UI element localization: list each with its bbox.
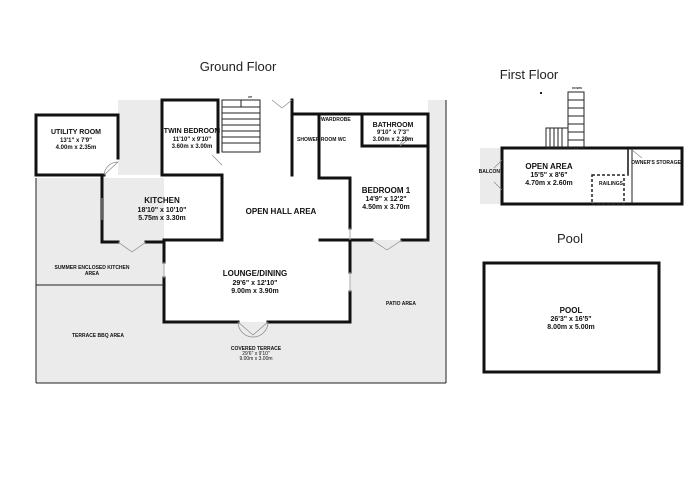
stairs-up-label: UP (248, 95, 252, 99)
pool: POOL 26'3" x 16'5" 8.00m x 5.00m (482, 261, 661, 374)
lounge-dining: LOUNGE/DINING 29'6" x 12'10" 9.00m x 3.9… (223, 269, 287, 295)
summer-kitchen-area-fill (36, 178, 164, 383)
summer-kitchen: SUMMER ENCLOSED KITCHEN AREA (54, 265, 129, 277)
summer-kitchen-name-1: SUMMER ENCLOSED KITCHEN (54, 265, 129, 271)
wardrobe-name: WARDROBE (321, 117, 351, 123)
pool-title: Pool (557, 231, 583, 246)
kitchen-metric: 5.75m x 3.30m (138, 215, 185, 222)
first-floor: DOWN (493, 86, 684, 206)
kitchen-name: KITCHEN (144, 196, 180, 205)
kitchen-imperial: 18'10" x 10'10" (138, 207, 187, 214)
bedroom1-metric: 4.50m x 3.70m (362, 204, 409, 211)
covered-terrace-metric: 9.00m x 3.00m (239, 356, 272, 362)
covered-terrace-imperial: 29'6" x 9'10" (242, 351, 270, 357)
utility-room: UTILITY ROOM 13'1" x 7'9" 4.00m x 2.35m (51, 129, 101, 151)
kitchen: KITCHEN 18'10" x 10'10" 5.75m x 3.30m (138, 196, 187, 222)
patio-area-fill (350, 240, 446, 383)
bedroom1-imperial: 14'9" x 12'2" (365, 196, 406, 203)
patio-name: PATIO AREA (386, 301, 416, 307)
utility-side-fill (118, 100, 162, 175)
pool-name: POOL (560, 306, 583, 315)
open-area-imperial: 15'5" x 8'6" (530, 172, 567, 179)
bathroom-imperial: 9'10" x 7'3" (377, 130, 409, 136)
twin-bedroom-metric: 3.60m x 3.00m (172, 144, 213, 150)
lounge-metric: 9.00m x 3.90m (231, 288, 278, 295)
pool-metric: 8.00m x 5.00m (547, 324, 594, 331)
outdoor-areas (36, 100, 502, 383)
pool-imperial: 26'3" x 16'5" (550, 316, 591, 323)
ground-floor-title: Ground Floor (200, 59, 277, 74)
side-strip-fill (428, 100, 446, 240)
utility-room-metric: 4.00m x 2.35m (56, 145, 97, 151)
open-area-metric: 4.70m x 2.60m (525, 180, 572, 187)
stairs-down-label: DOWN (572, 86, 582, 90)
open-hall-name: OPEN HALL AREA (246, 207, 317, 216)
owners-storage-name: OWNER'S STORAGE (631, 160, 681, 166)
bedroom1-name: BEDROOM 1 (362, 186, 411, 195)
ground-floor-walls (34, 98, 447, 384)
covered-terrace-name: COVERED TERRACE (231, 346, 282, 352)
bathroom-name: BATHROOM (373, 122, 414, 129)
balcony-name: BALCONY (479, 169, 504, 175)
shower-room-name: SHOWER ROOM WC (297, 137, 347, 143)
bedroom-1: BEDROOM 1 14'9" x 12'2" 4.50m x 3.70m (362, 186, 411, 211)
bathroom-metric: 3.00m x 2.20m (373, 137, 414, 143)
covered-terrace: COVERED TERRACE 29'6" x 9'10" 9.00m x 3.… (231, 346, 282, 362)
summer-kitchen-name-2: AREA (85, 271, 100, 277)
utility-room-imperial: 13'1" x 7'9" (60, 138, 92, 144)
covered-terrace-fill (164, 322, 350, 383)
twin-bedroom-imperial: 11'10" x 9'10" (173, 137, 211, 143)
bathroom: BATHROOM 9'10" x 7'3" 3.00m x 2.20m (373, 122, 414, 143)
railings-name: RAILINGS (599, 181, 624, 187)
open-area: OPEN AREA 15'5" x 8'6" 4.70m x 2.60m (525, 162, 573, 187)
balcony-fill (480, 148, 502, 204)
twin-bedroom-name: TWIN BEDROOM (164, 128, 221, 135)
railings-box (591, 174, 625, 205)
open-area-name: OPEN AREA (525, 162, 572, 171)
ground-stairs: UP (221, 95, 261, 153)
windows (101, 198, 351, 292)
doors (103, 99, 411, 338)
utility-room-name: UTILITY ROOM (51, 129, 101, 136)
first-floor-title: First Floor (500, 67, 559, 82)
terrace-bbq-name: TERRACE BBQ AREA (72, 333, 124, 339)
twin-bedroom: TWIN BEDROOM 11'10" x 9'10" 3.60m x 3.00… (164, 128, 221, 150)
lounge-imperial: 29'6" x 12'10" (232, 280, 277, 287)
lounge-name: LOUNGE/DINING (223, 269, 287, 278)
